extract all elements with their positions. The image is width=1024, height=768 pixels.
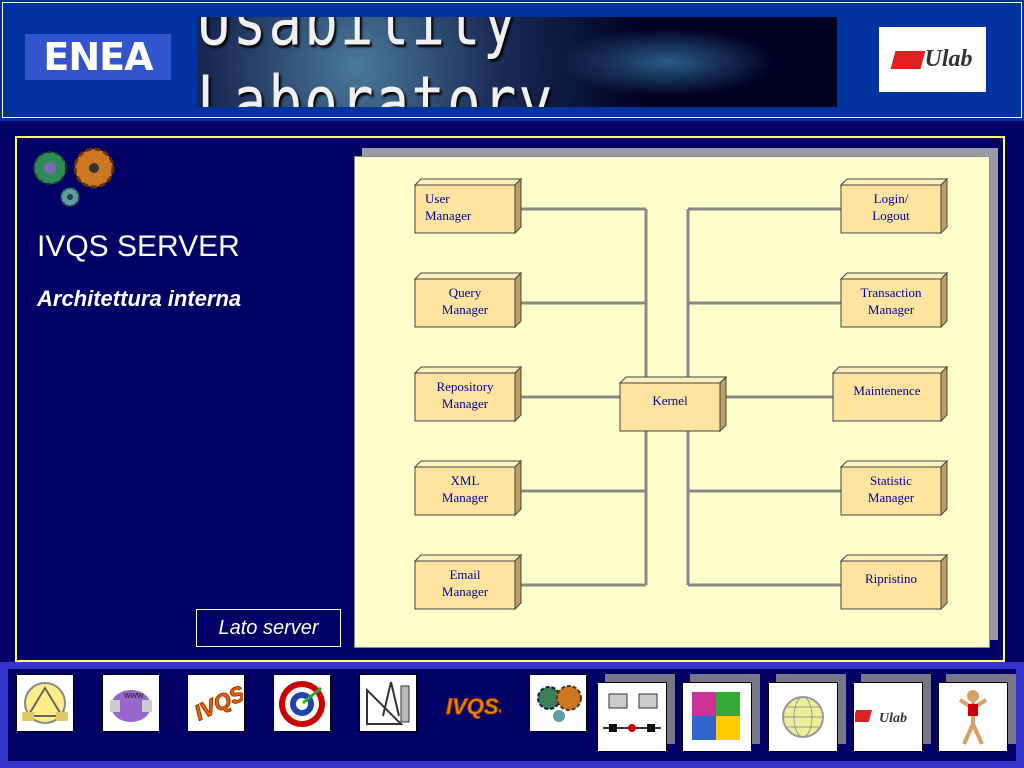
architecture-svg: .lbl { font-family:"Liberation Serif", s…	[413, 177, 949, 611]
enea-logo[interactable]: ENEA	[25, 34, 171, 80]
puzzle-graphic	[692, 692, 740, 740]
runner-icon[interactable]	[938, 682, 1008, 752]
module-box-left-1-line2: Manager	[442, 302, 489, 317]
target-graphic	[279, 681, 325, 727]
module-box-left-0-line1: User	[425, 191, 450, 206]
content-frame	[15, 136, 1005, 662]
target-icon[interactable]	[273, 674, 331, 732]
ulab-logo-text: Ulab	[924, 46, 973, 72]
module-box-left-2-line1: Repository	[436, 379, 494, 394]
architecture-diagram: .lbl { font-family:"Liberation Serif", s…	[354, 156, 990, 648]
www-label: www	[123, 690, 144, 700]
runner-graphic	[958, 690, 988, 745]
world-network-icon[interactable]	[16, 674, 74, 732]
globe-graphic	[782, 696, 824, 738]
gear-green-icon	[33, 151, 67, 185]
module-box-right-2-line1: Maintenence	[853, 383, 920, 398]
puzzle-icon[interactable]	[682, 682, 752, 752]
gear-orange-icon	[73, 147, 115, 189]
module-box-right-1-line2: Manager	[868, 302, 915, 317]
drafting-tools-icon[interactable]	[359, 674, 417, 732]
module-box-right-0[interactable]: Login/Logout	[839, 177, 949, 235]
module-box-left-1-line1: Query	[449, 285, 482, 300]
ulab-red-shape	[890, 50, 925, 69]
gears-small-graphic	[537, 685, 582, 722]
network-computers-icon[interactable]	[597, 682, 667, 752]
module-box-left-3-line1: XML	[451, 473, 480, 488]
www-graphic: www	[110, 690, 152, 722]
footer-toolbar	[8, 669, 1016, 761]
ivqs-icon[interactable]: IVQS	[187, 674, 245, 732]
globe-icon[interactable]	[768, 682, 838, 752]
module-box-left-3[interactable]: XML Manager	[413, 459, 523, 517]
banner-glow	[557, 27, 777, 97]
module-box-right-3-line1: Statistic	[870, 473, 912, 488]
slide-subtitle: Architettura interna	[37, 286, 242, 311]
module-box-left-4-line2: Manager	[442, 584, 489, 599]
module-box-right-0-line2: Logout	[872, 208, 910, 223]
gears-icon	[33, 147, 115, 207]
kernel-box-line1: Kernel	[652, 393, 688, 408]
lato-server-badge: Lato server	[196, 609, 341, 647]
slide-title: IVQS SERVER	[37, 230, 240, 263]
module-box-left-4-line1: Email	[449, 567, 480, 582]
ulab-logo[interactable]: Ulab	[879, 27, 986, 92]
network-computers-graphic	[603, 693, 661, 732]
module-box-right-4[interactable]: Ripristino	[839, 553, 949, 611]
drafting-tools-graphic	[366, 681, 410, 725]
kernel-box[interactable]: Kernel	[618, 375, 728, 433]
ulab-small-label: Ulab	[879, 711, 907, 726]
www-icon[interactable]: www	[102, 674, 160, 732]
module-box-left-3-line2: Manager	[442, 490, 489, 505]
module-box-left-2-line2: Manager	[442, 396, 489, 411]
ulab-small-icon[interactable]: Ulab	[853, 682, 923, 752]
module-box-right-2[interactable]: Maintenence	[831, 365, 949, 423]
gears-small-icon[interactable]	[529, 674, 587, 732]
module-box-right-4-line1: Ripristino	[865, 571, 917, 586]
module-box-right-1-line1: Transaction	[861, 285, 922, 300]
ulab-small-graphic: Ulab	[855, 710, 907, 726]
ivqs-label: IVQS	[191, 680, 243, 725]
module-box-right-0-line1: Login/	[874, 191, 909, 206]
usability-laboratory-banner: Usability Laboratory	[197, 17, 837, 107]
module-box-left-0-line2: Manager	[425, 208, 472, 223]
ivqs-graphic: IVQS	[190, 680, 243, 726]
world-network-graphic	[22, 682, 68, 724]
banner-title: Usability Laboratory	[197, 17, 555, 107]
ulab-mark: Ulab	[890, 46, 973, 73]
module-boxes: UserManagerQueryManagerRepositoryManager…	[413, 177, 949, 611]
gear-small-icon	[60, 187, 80, 207]
module-box-right-3-line2: Manager	[868, 490, 915, 505]
